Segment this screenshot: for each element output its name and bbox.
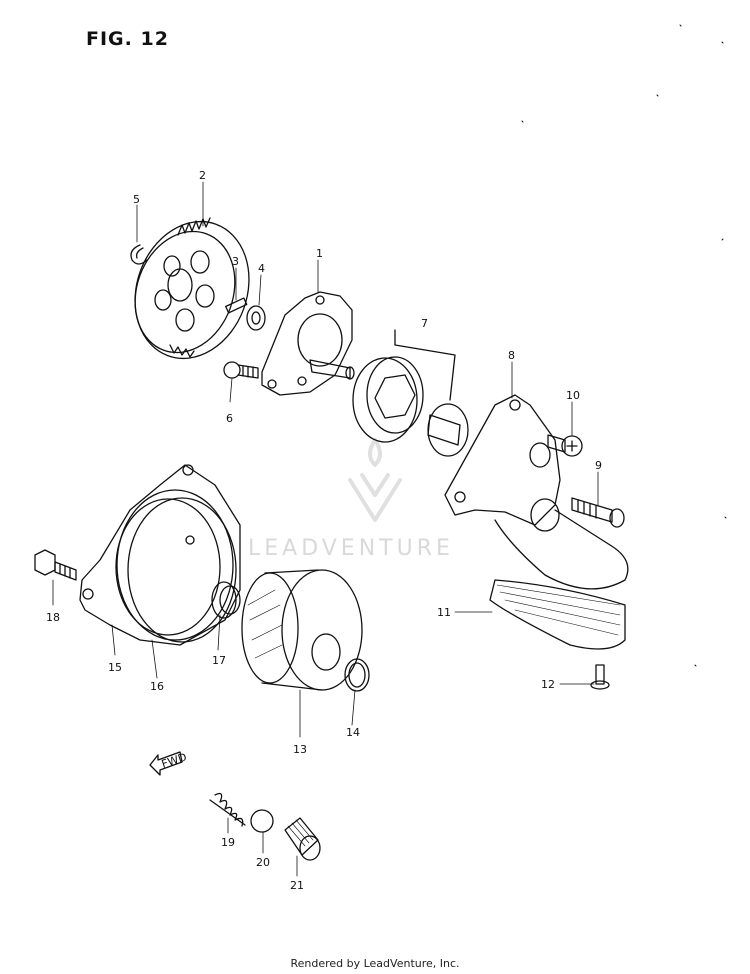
- part-13-oil-filter[interactable]: [241, 569, 363, 691]
- fwd-arrow-icon: [149, 751, 183, 776]
- part-1-oil-pump[interactable]: [261, 291, 355, 396]
- leader-lines: [52, 181, 599, 877]
- callout-1: 1: [316, 247, 323, 260]
- callout-3: 3: [232, 255, 239, 268]
- callout-4: 4: [258, 262, 265, 275]
- callout-11: 11: [437, 606, 451, 619]
- callout-17: 17: [212, 654, 226, 667]
- callout-21: 21: [290, 879, 304, 892]
- part-11-oil-strainer[interactable]: [489, 509, 629, 650]
- callout-2: 2: [199, 169, 206, 182]
- part-19-spring[interactable]: [209, 792, 246, 827]
- part-21-plug[interactable]: [284, 817, 321, 861]
- footer-credit: Rendered by LeadVenture, Inc.: [290, 957, 460, 970]
- callout-20: 20: [256, 856, 270, 869]
- watermark-text: LEADVENTURE: [248, 536, 454, 561]
- callout-12: 12: [541, 678, 555, 691]
- part-9-bolt[interactable]: [571, 497, 625, 528]
- part-4-washer[interactable]: [246, 305, 266, 331]
- part-7-rotor-set[interactable]: [352, 329, 469, 457]
- part-8-pump-cover[interactable]: [444, 394, 561, 532]
- callout-labels: 1 2 3 4 5 6 7 8 9 10 11 12 13 14 15 16 1…: [46, 169, 602, 892]
- callout-8: 8: [508, 349, 515, 362]
- part-2-gear[interactable]: [116, 205, 267, 374]
- callout-10: 10: [566, 389, 580, 402]
- callout-16: 16: [150, 680, 164, 693]
- watermark-logo-icon: [348, 438, 402, 522]
- callout-19: 19: [221, 836, 235, 849]
- figure-title: FIG. 12: [86, 28, 169, 50]
- callout-6: 6: [226, 412, 233, 425]
- fwd-label: FWD: [160, 751, 188, 771]
- part-14-o-ring[interactable]: [344, 658, 370, 692]
- part-3-pin[interactable]: [225, 297, 248, 314]
- part-12-screw[interactable]: [590, 664, 610, 690]
- callout-7: 7: [421, 317, 428, 330]
- callout-15: 15: [108, 661, 122, 674]
- callout-14: 14: [346, 726, 360, 739]
- part-18-bolt[interactable]: [34, 549, 77, 581]
- part-5-circlip[interactable]: [130, 244, 148, 265]
- callout-9: 9: [595, 459, 602, 472]
- callout-5: 5: [133, 193, 140, 206]
- callout-13: 13: [293, 743, 307, 756]
- part-6-screw[interactable]: [223, 361, 259, 379]
- part-17-o-ring[interactable]: [211, 581, 241, 619]
- callout-18: 18: [46, 611, 60, 624]
- part-20-ball[interactable]: [250, 809, 274, 833]
- part-16-o-ring[interactable]: [127, 497, 237, 643]
- part-15-filter-cover[interactable]: [79, 464, 241, 646]
- scan-specks: [521, 24, 727, 667]
